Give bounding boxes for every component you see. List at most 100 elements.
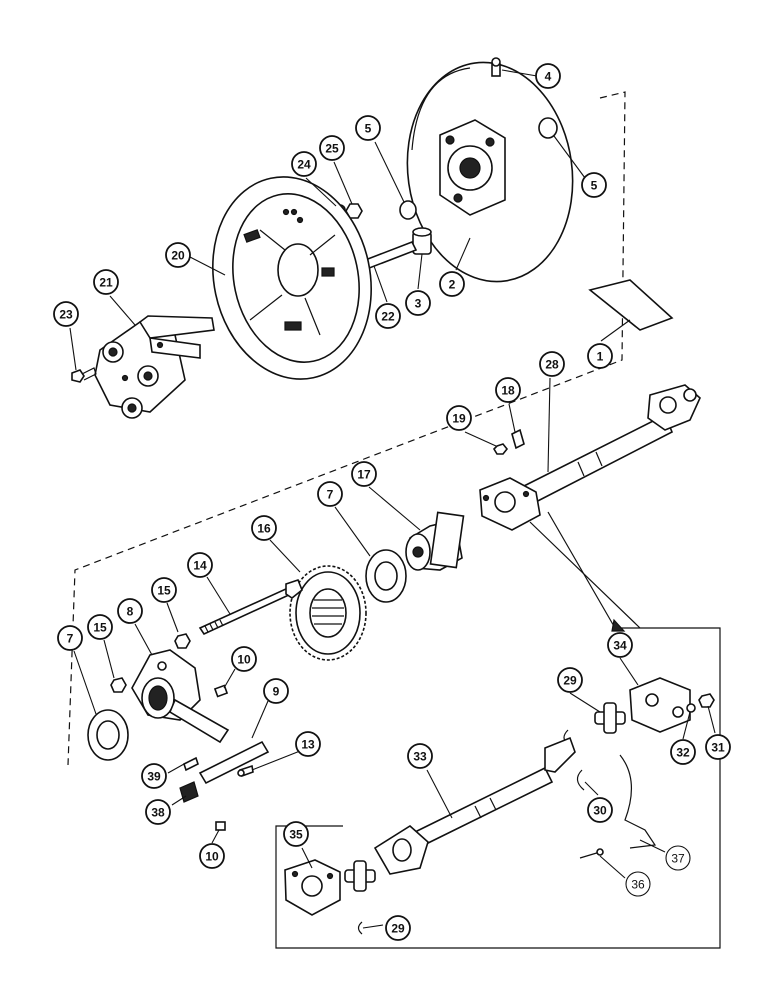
- callout-circle: [231, 646, 257, 672]
- callout-circle: [251, 515, 277, 541]
- callout-c1: 1: [587, 343, 613, 369]
- seal-ring-left: [399, 200, 417, 220]
- callout-number: 15: [93, 621, 107, 635]
- callout-circle: [665, 845, 691, 871]
- hex-nut-31: [698, 693, 715, 708]
- washer-32: [686, 703, 696, 713]
- callout-circle: [355, 115, 381, 141]
- callout-circle: [385, 915, 411, 941]
- callout-circle: [187, 552, 213, 578]
- callout-number: 5: [591, 179, 598, 193]
- callout-c20: 20: [165, 242, 191, 268]
- callout-c35: 35: [283, 821, 309, 847]
- hex-nut-set: [492, 443, 509, 455]
- callout-c14: 14: [187, 552, 213, 578]
- callout-circle: [670, 739, 696, 765]
- callout-circle: [295, 731, 321, 757]
- screw-13: [237, 764, 254, 778]
- flange-bearing: [405, 511, 465, 571]
- callout-circle: [581, 172, 607, 198]
- bearing-upper: [365, 549, 407, 603]
- callout-circle: [145, 799, 171, 825]
- callout-c34: 34: [607, 632, 633, 658]
- callout-c24: 24: [291, 151, 317, 177]
- assembly-boundary-dashed: [67, 91, 626, 766]
- callout-number: 5: [365, 122, 372, 136]
- bearing-lower: [87, 709, 129, 761]
- callout-number: 38: [151, 806, 165, 820]
- callout-c10b: 10: [199, 843, 225, 869]
- callout-circle: [317, 481, 343, 507]
- callout-c4: 4: [535, 63, 561, 89]
- callout-c10a: 10: [231, 646, 257, 672]
- callout-c17: 17: [351, 461, 377, 487]
- leader-lines: [69, 69, 716, 929]
- callout-number: 15: [157, 584, 171, 598]
- callout-circle: [291, 151, 317, 177]
- callout-number: 29: [391, 922, 405, 936]
- callout-circle: [87, 614, 113, 640]
- callout-circle: [283, 821, 309, 847]
- callout-number: 16: [257, 522, 271, 536]
- callout-number: 19: [452, 412, 466, 426]
- callout-number: 2: [449, 278, 456, 292]
- callout-circle: [587, 797, 613, 823]
- lock-plate: [179, 781, 199, 803]
- bolt-short: [71, 367, 97, 383]
- callout-number: 4: [545, 70, 552, 84]
- spring-clip-upper: [213, 684, 229, 698]
- callout-number: 9: [273, 685, 280, 699]
- snap-ring-30: [576, 769, 585, 791]
- callout-c37: 37: [665, 845, 691, 871]
- seal-ring-right: [538, 117, 558, 139]
- callout-circle: [57, 625, 83, 651]
- detail-inset-frame: [275, 627, 721, 949]
- callout-number: 8: [127, 605, 134, 619]
- callout-circle: [535, 63, 561, 89]
- callout-number: 28: [545, 358, 559, 372]
- drive-shaft-main: [479, 384, 701, 531]
- pulley: [212, 176, 372, 380]
- callout-circle: [607, 632, 633, 658]
- callout-circle: [405, 290, 431, 316]
- callout-c7b: 7: [57, 625, 83, 651]
- callout-number: 30: [593, 804, 607, 818]
- callout-c29b: 29: [385, 915, 411, 941]
- callout-circle: [495, 377, 521, 403]
- sprocket: [289, 565, 367, 661]
- callout-number: 29: [563, 674, 577, 688]
- callout-number: 25: [325, 142, 339, 156]
- callout-circle: [199, 843, 225, 869]
- flange-yoke: [284, 859, 341, 916]
- callout-circle: [263, 678, 289, 704]
- callout-number: 34: [613, 639, 627, 653]
- drive-shaft-inset: [373, 736, 576, 875]
- callout-circle: [351, 461, 377, 487]
- callout-c8: 8: [117, 598, 143, 624]
- screw-39: [183, 756, 199, 772]
- callout-c32: 32: [670, 739, 696, 765]
- callout-circle: [539, 351, 565, 377]
- callout-number: 10: [237, 653, 251, 667]
- callout-circle: [141, 763, 167, 789]
- callout-c9: 9: [263, 678, 289, 704]
- callout-c5a: 5: [355, 115, 381, 141]
- callout-number: 32: [676, 746, 690, 760]
- callout-number: 10: [205, 850, 219, 864]
- callout-number: 36: [631, 878, 645, 892]
- clutch-disc: [406, 61, 574, 283]
- callout-circle: [439, 271, 465, 297]
- callout-c3: 3: [405, 290, 431, 316]
- drive-hub: [94, 315, 215, 419]
- callout-circle: [407, 743, 433, 769]
- callout-c18: 18: [495, 377, 521, 403]
- grease-fitting: [491, 57, 501, 77]
- callout-number: 37: [671, 852, 685, 866]
- callout-c29a: 29: [557, 667, 583, 693]
- callout-circle: [151, 577, 177, 603]
- callout-circle: [587, 343, 613, 369]
- callout-c30: 30: [587, 797, 613, 823]
- callout-c15a: 15: [151, 577, 177, 603]
- callout-c33: 33: [407, 743, 433, 769]
- callout-number: 23: [59, 308, 73, 322]
